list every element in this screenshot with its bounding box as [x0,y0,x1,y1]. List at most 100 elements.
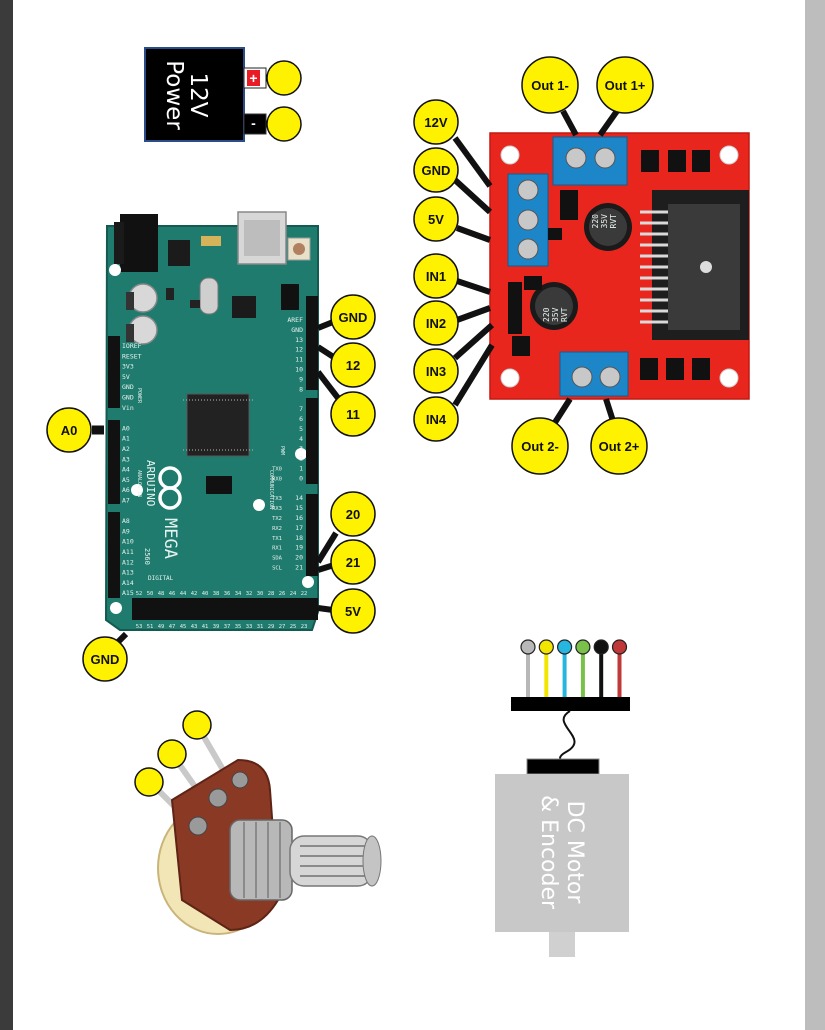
digital-header-low [306,398,318,484]
pin-gnd-driver[interactable]: GND [413,147,459,193]
header-label-power: POWER [136,388,142,404]
pin-in2[interactable]: IN2 [413,300,459,346]
pin-gnd-top[interactable]: GND [330,294,376,340]
pin-5v-driver[interactable]: 5V [413,196,459,242]
svg-text:22035VRVT: 22035VRVT [542,307,569,322]
pin-text: 5V [122,373,130,381]
pin-text: A0 [122,424,130,432]
pin-text: 48 [158,591,165,597]
encoder-wire-terminal[interactable] [538,639,554,655]
pin-text: 39 [213,624,220,630]
pin-text: 9 [299,375,303,383]
pin-text: A14 [122,579,134,587]
pin-text: 36 [224,591,231,597]
power-plus-pin[interactable] [266,60,302,96]
pin-text: 16 [295,514,303,522]
pin-text: 7 [299,405,303,413]
pin-text: A7 [122,497,130,505]
pin-text: 6 [299,415,303,423]
pin-text: 44 [180,591,187,597]
arduino-submodel-text: 2560 [143,548,151,565]
pin-out2-plus[interactable]: Out 2+ [590,417,648,475]
pin-prefix-text: TX2 [272,516,282,522]
header-label-communication: COMMUNICATION [268,470,274,509]
pin-20[interactable]: 20 [330,491,376,537]
pin-text: A8 [122,517,130,525]
pin-out2-minus[interactable]: Out 2- [511,417,569,475]
encoder-wire-terminal[interactable] [556,639,573,655]
svg-text:Out 2-: Out 2- [521,439,559,454]
pin-text: 43 [191,624,198,630]
svg-text:GND: GND [422,163,451,178]
l298n-driver-board: 22035VRVT 22035VRVT [489,132,750,400]
pin-text: GND [291,326,303,334]
driver-capacitor: 22035VRVT [584,203,632,251]
pin-21[interactable]: 21 [330,539,376,585]
pin-a0[interactable]: A0 [46,407,92,453]
pin-text: 23 [301,624,308,630]
potentiometer [147,722,382,935]
arduino-mega-board: ARDUINO MEGA 2560 DIGITAL COMMUNICATION … [104,211,319,631]
pin-in1[interactable]: IN1 [413,253,459,299]
pot-pin-right[interactable] [182,710,212,740]
motor-shaft [549,932,575,957]
pot-pin-left[interactable] [134,767,164,797]
pin-text: 30 [257,591,264,597]
pin-in4[interactable]: IN4 [413,396,459,442]
pin-prefix-text: RX3 [272,506,282,512]
pin-in3[interactable]: IN3 [413,348,459,394]
encoder-wire-terminal[interactable] [611,639,628,655]
pin-11[interactable]: 11 [330,391,376,437]
svg-text:IN4: IN4 [426,412,447,427]
pin-text: 50 [147,591,154,597]
encoder-wire-terminal[interactable] [575,639,591,655]
pin-text: 10 [295,366,303,374]
arduino-model-text: MEGA [160,518,180,559]
power-minus-pin[interactable] [266,106,302,142]
pin-text: A3 [122,455,130,463]
pot-pin-wiper[interactable] [157,739,187,769]
minus-terminal-sign: - [251,115,256,131]
pin-text: GND [122,394,134,402]
pin-text: RESET [122,352,142,360]
svg-text:IN3: IN3 [426,364,446,379]
analog-header-high [108,512,120,598]
pin-text: 47 [169,624,176,630]
pin-prefix-text: SCL [272,566,283,572]
pin-5v-arduino[interactable]: 5V [330,588,376,634]
pin-text: 21 [295,564,303,572]
svg-text:11: 11 [346,407,360,422]
pin-text: 26 [279,591,286,597]
pin-gnd-bottom[interactable]: GND [82,636,128,682]
pin-out1-minus[interactable]: Out 1- [521,56,579,114]
dc-motor-encoder: DC Motor& Encoder [495,639,630,957]
motor-body [495,774,629,932]
pin-text: 31 [257,624,264,630]
pin-text: A1 [122,435,130,443]
svg-text:5V: 5V [345,604,361,619]
svg-text:12: 12 [346,358,360,373]
pin-text: 49 [158,624,165,630]
pin-out1-plus[interactable]: Out 1+ [596,56,654,114]
double-row-header [132,598,318,620]
pin-12v-driver[interactable]: 12V [413,99,459,145]
encoder-wire-terminal[interactable] [593,639,609,655]
right-pin-labels: AREFGND13121110987654321TX00RX014TX315RX… [272,316,303,572]
pin-prefix-text: TX0 [272,467,282,473]
pin-12[interactable]: 12 [330,342,376,388]
pin-text: 41 [202,624,209,630]
header-label-analog-in: ANALOG IN [136,470,142,497]
pin-text: 3V3 [122,363,134,371]
pin-text: 38 [213,591,220,597]
pin-text: A5 [122,476,130,484]
header-label-digital: DIGITAL [148,575,174,582]
power-supply-label: 12VPower [161,60,211,130]
pin-prefix-text: TX3 [272,496,282,502]
pin-text: 11 [295,356,303,364]
pin-text: 5 [299,425,303,433]
svg-text:22035VRVT: 22035VRVT [591,214,618,229]
pin-text: 33 [246,624,253,630]
encoder-wire-terminal[interactable] [520,639,536,655]
pin-text: 42 [191,591,198,597]
svg-text:GND: GND [339,310,368,325]
